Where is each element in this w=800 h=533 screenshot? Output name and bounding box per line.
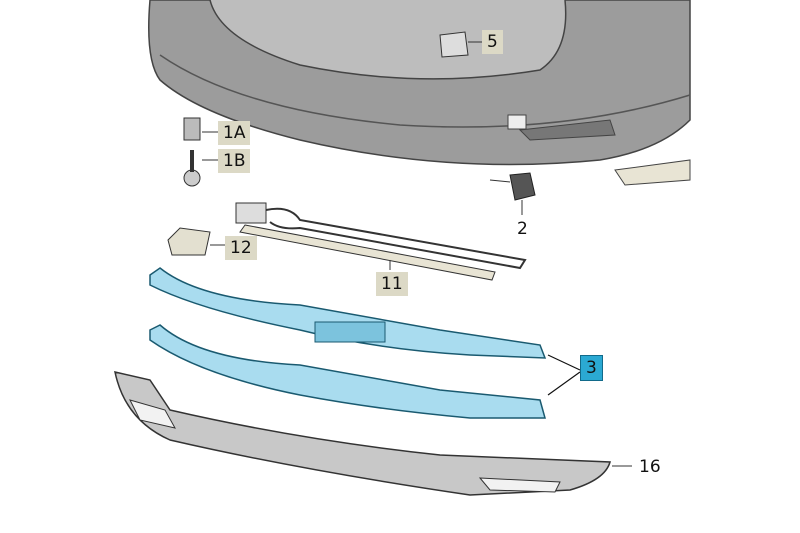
bracket-12-icon <box>167 227 225 256</box>
callout-11: 11 <box>376 272 408 296</box>
trim-strip-3-upper <box>149 267 547 359</box>
callout-1b: 1B <box>218 149 251 173</box>
callout-12: 12 <box>225 236 257 260</box>
callout-16: 16 <box>639 457 661 477</box>
trim-strip-3-lower <box>149 324 546 419</box>
rear-bumper-vehicle <box>148 0 691 186</box>
diffuser-16 <box>114 371 632 496</box>
callout-5: 5 <box>482 30 503 54</box>
wiring-harness-11-icon <box>235 202 527 281</box>
callout-3: 3 <box>580 355 603 381</box>
screw-1b-icon <box>183 150 218 187</box>
clip-5-icon <box>439 31 482 58</box>
callout-1a: 1A <box>218 121 251 145</box>
callout-2: 2 <box>517 219 528 239</box>
nut-1a-icon <box>183 117 218 141</box>
cap-2-icon <box>489 172 536 215</box>
